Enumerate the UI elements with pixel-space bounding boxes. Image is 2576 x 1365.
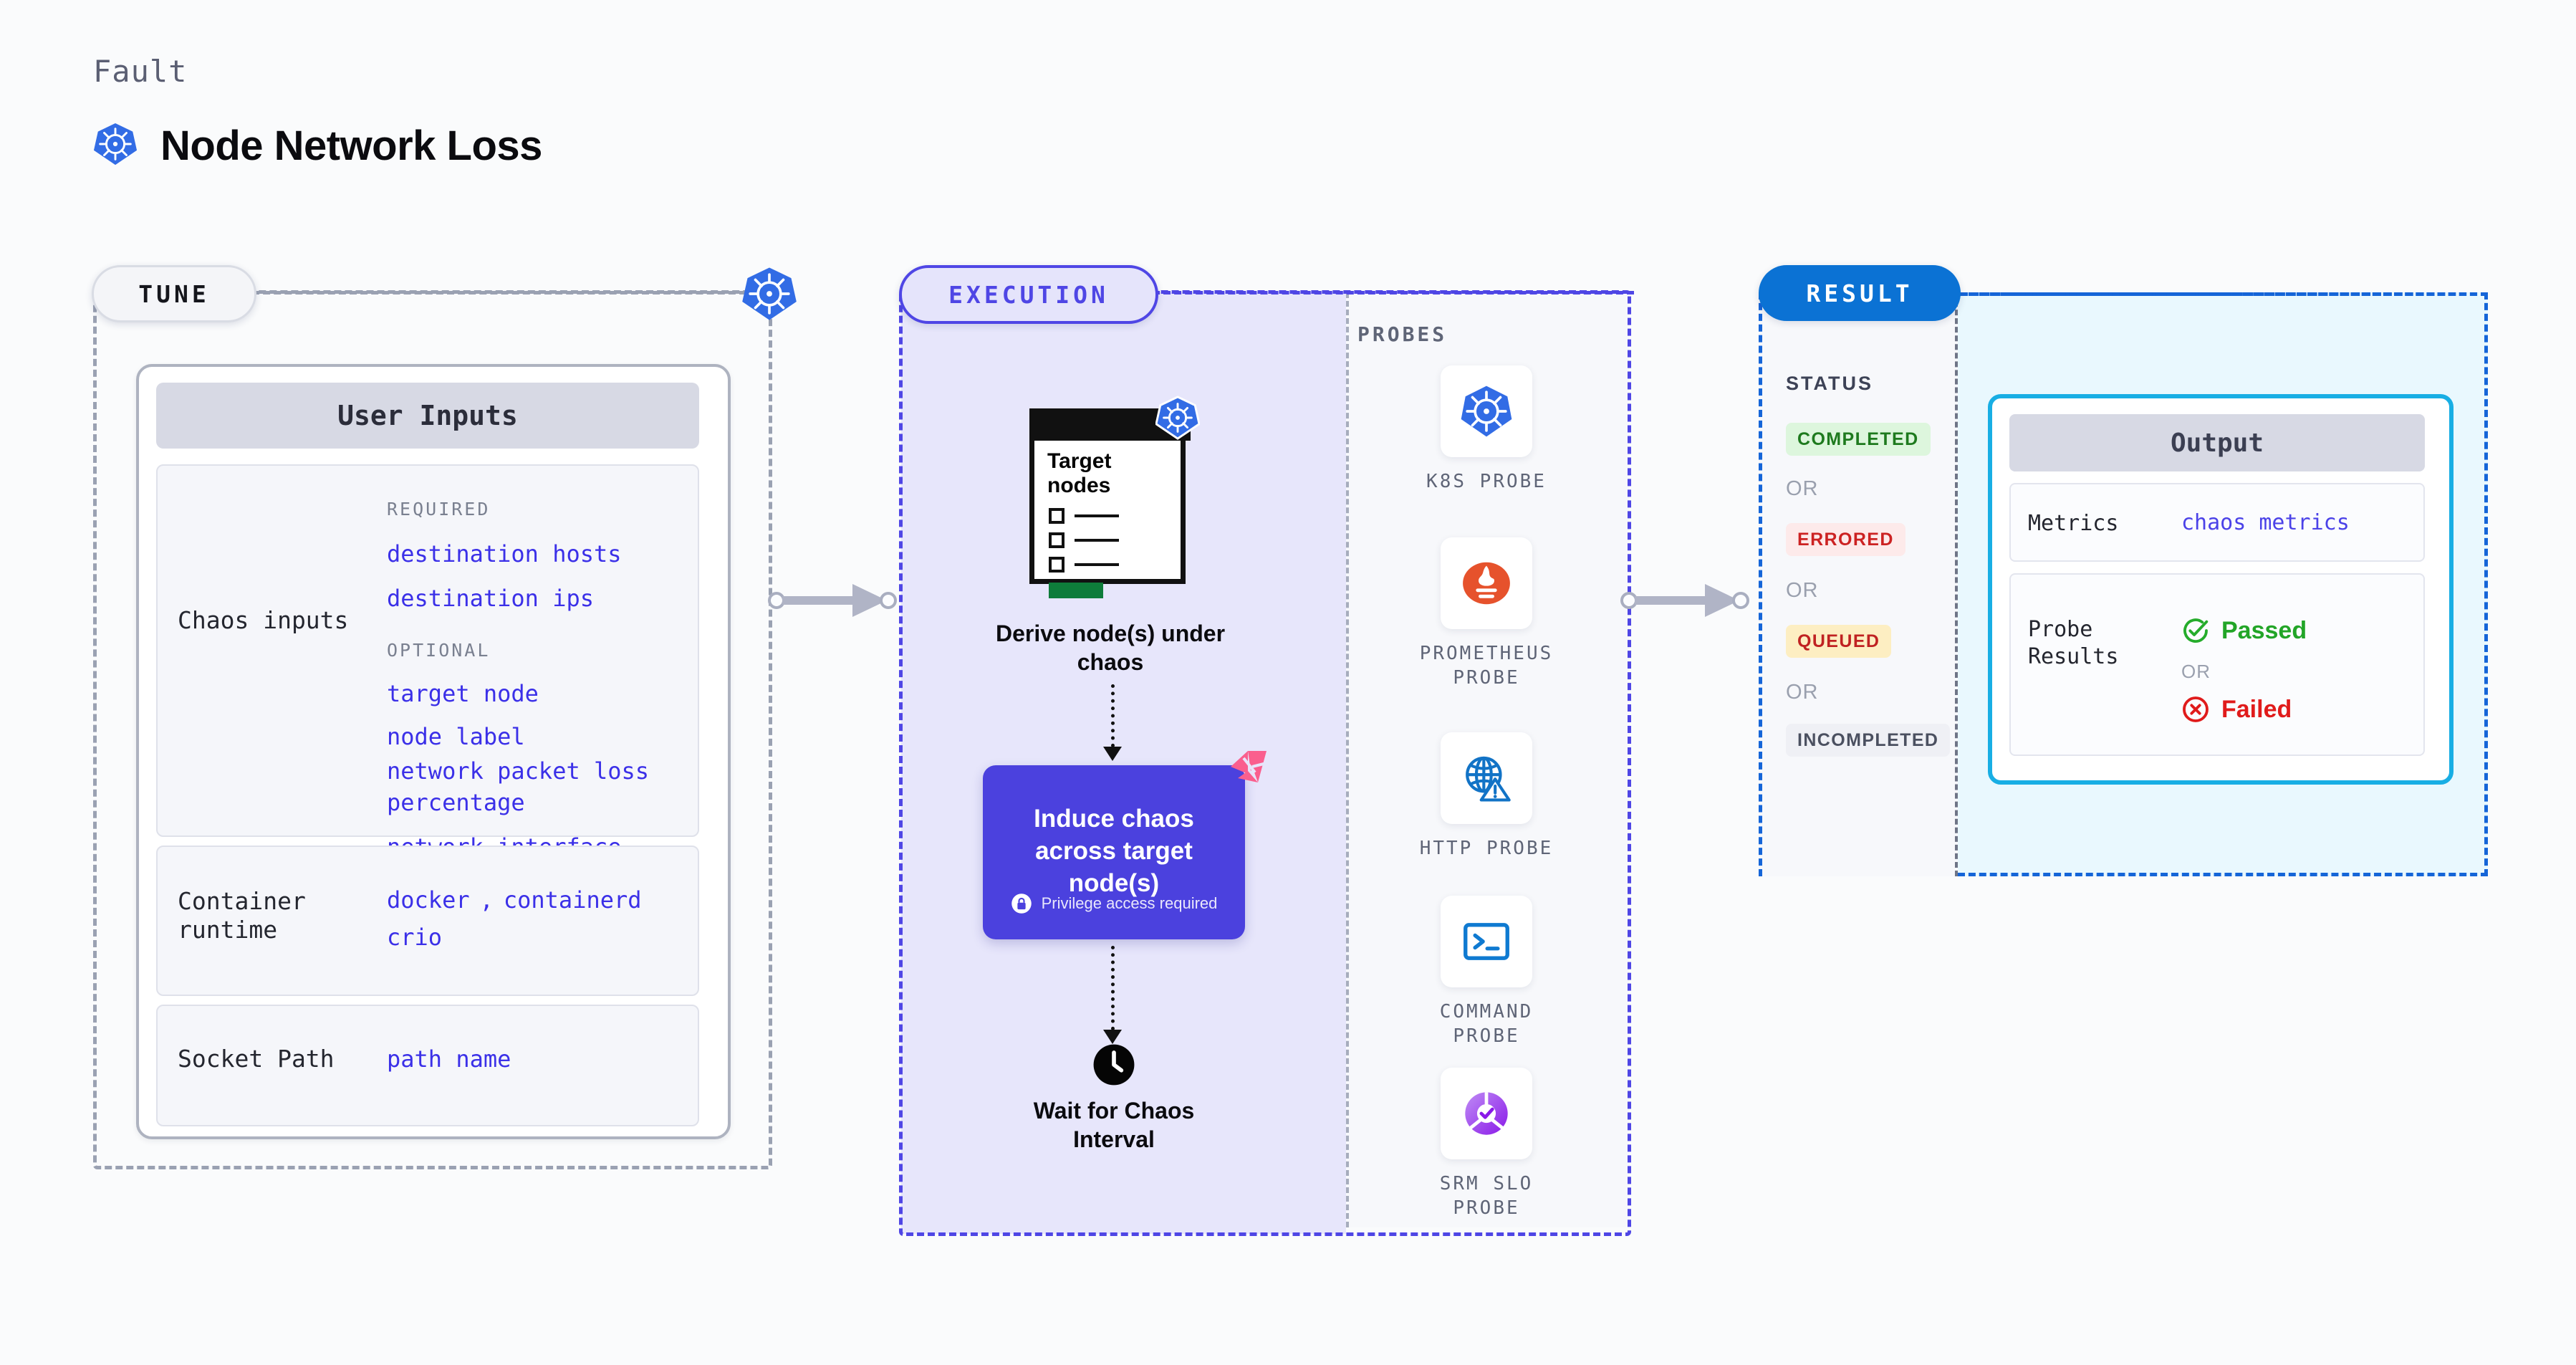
status-badge-queued: QUEUED (1786, 625, 1892, 658)
probes-title: PROBES (1357, 322, 1448, 346)
page-title-row: Node Network Loss (93, 122, 542, 170)
flow-line (1111, 684, 1115, 747)
probe-label: K8S PROBE (1426, 471, 1547, 492)
probe-k8s[interactable]: K8S PROBE (1404, 365, 1569, 494)
induce-chaos-text: Induce chaos across target node(s) (1034, 805, 1194, 897)
runtime-crio[interactable]: crio (387, 924, 443, 951)
lock-icon (1011, 893, 1032, 914)
kubernetes-icon (93, 122, 138, 170)
user-inputs-card: User Inputs Chaos inputs REQUIRED destin… (136, 364, 731, 1139)
kubernetes-icon (1155, 396, 1201, 440)
status-title: STATUS (1786, 373, 1873, 394)
list-item (1049, 532, 1119, 548)
globe-warning-icon (1441, 732, 1532, 824)
prometheus-icon (1441, 537, 1532, 629)
metrics-label: Metrics (2028, 511, 2119, 536)
execution-connector-line (1153, 291, 1634, 294)
result-status-panel (1759, 292, 1958, 876)
terminal-icon (1441, 896, 1532, 987)
socket-path-section: Socket Path path name (156, 1005, 699, 1126)
kubernetes-icon (1441, 365, 1532, 457)
flow-line (1111, 946, 1115, 1030)
status-badge-errored: ERRORED (1786, 523, 1905, 556)
target-nodes-title: Target nodes (1047, 449, 1112, 497)
probe-srm-slo[interactable]: SRM SLO PROBE (1404, 1068, 1569, 1220)
probe-command[interactable]: COMMAND PROBE (1404, 896, 1569, 1048)
tune-panel (93, 290, 772, 1169)
chaos-inputs-label: Chaos inputs (178, 606, 349, 634)
socket-path-label: Socket Path (178, 1045, 335, 1073)
input-destination-ips[interactable]: destination ips (387, 585, 594, 612)
status-badge-incompleted: INCOMPLETED (1786, 724, 1951, 757)
privilege-note: Privilege access required (983, 893, 1245, 914)
result-connector-line (1961, 292, 2488, 296)
output-card: Output Metrics chaos metrics Probe Resul… (1988, 394, 2454, 785)
failed-label: Failed (2221, 695, 2292, 723)
container-runtime-label: Container runtime (178, 887, 306, 944)
kubernetes-icon (741, 266, 797, 322)
probe-prometheus[interactable]: PROMETHEUS PROBE (1404, 537, 1569, 690)
connector-execution-to-result (1620, 584, 1749, 617)
srm-slo-icon (1441, 1068, 1532, 1159)
probe-label: HTTP PROBE (1419, 838, 1554, 859)
checkbox-icon (1049, 532, 1064, 548)
checkbox-icon (1049, 557, 1064, 573)
flow-arrow-icon (1103, 747, 1122, 761)
output-title: Output (2009, 414, 2425, 471)
probe-label: SRM SLO PROBE (1439, 1173, 1534, 1219)
x-circle-icon (2181, 695, 2210, 724)
flow-arrow-icon (1103, 1030, 1122, 1044)
input-network-packet-loss-percentage[interactable]: network packet loss percentage (387, 757, 650, 816)
induce-chaos-box[interactable]: Induce chaos across target node(s) Privi… (983, 751, 1267, 939)
probe-results-label: Probe Results (2028, 617, 2119, 669)
clock-icon (1092, 1043, 1136, 1087)
runtime-containerd[interactable]: containerd (503, 886, 642, 914)
status-badge-completed: COMPLETED (1786, 423, 1931, 456)
probe-label: PROMETHEUS PROBE (1419, 643, 1554, 689)
input-destination-hosts[interactable]: destination hosts (387, 540, 622, 567)
list-item (1049, 508, 1119, 524)
page-eyebrow: Fault (93, 54, 188, 89)
stage-pill-result[interactable]: RESULT (1759, 265, 1961, 321)
checkbox-icon (1049, 508, 1064, 524)
required-kicker: REQUIRED (387, 499, 491, 519)
derive-nodes-label: Derive node(s) under chaos (995, 621, 1226, 675)
probe-http[interactable]: HTTP PROBE (1404, 732, 1569, 861)
user-inputs-title: User Inputs (156, 383, 699, 449)
output-probe-results-section: Probe Results Passed OR Failed (2009, 573, 2425, 756)
probe-label: COMMAND PROBE (1439, 1001, 1534, 1047)
output-metrics-section: Metrics chaos metrics (2009, 483, 2425, 562)
input-node-label[interactable]: node label (387, 723, 525, 750)
target-nodes-card: Target nodes (1029, 396, 1201, 598)
page-title: Node Network Loss (160, 123, 542, 169)
primary-button[interactable] (1049, 583, 1103, 598)
or-label: OR (1786, 579, 1819, 602)
socket-path-value[interactable]: path name (387, 1045, 511, 1073)
input-target-node[interactable]: target node (387, 680, 539, 707)
probe-result-passed: Passed (2181, 616, 2307, 645)
runtime-docker[interactable]: docker (387, 886, 470, 914)
stage-pill-execution[interactable]: EXECUTION (899, 265, 1158, 324)
privilege-note-text: Privilege access required (1041, 894, 1218, 912)
runtime-separator: , (479, 886, 494, 914)
wait-interval-label: Wait for Chaos Interval (1033, 1098, 1195, 1152)
check-circle-icon (2181, 616, 2210, 645)
harness-logo-icon (1226, 749, 1269, 790)
passed-label: Passed (2221, 616, 2307, 644)
optional-kicker: OPTIONAL (387, 640, 491, 661)
probe-result-failed: Failed (2181, 695, 2292, 724)
list-item (1049, 557, 1119, 573)
or-label: OR (1786, 681, 1819, 704)
chaos-inputs-section: Chaos inputs REQUIRED destination hosts … (156, 464, 699, 861)
connector-tune-to-execution (768, 584, 897, 617)
container-runtime-section: Container runtime docker , containerd cr… (156, 846, 699, 996)
or-label: OR (2181, 661, 2211, 682)
stage-pill-tune[interactable]: TUNE (92, 265, 256, 322)
metrics-value[interactable]: chaos metrics (2181, 510, 2350, 535)
or-label: OR (1786, 477, 1819, 500)
